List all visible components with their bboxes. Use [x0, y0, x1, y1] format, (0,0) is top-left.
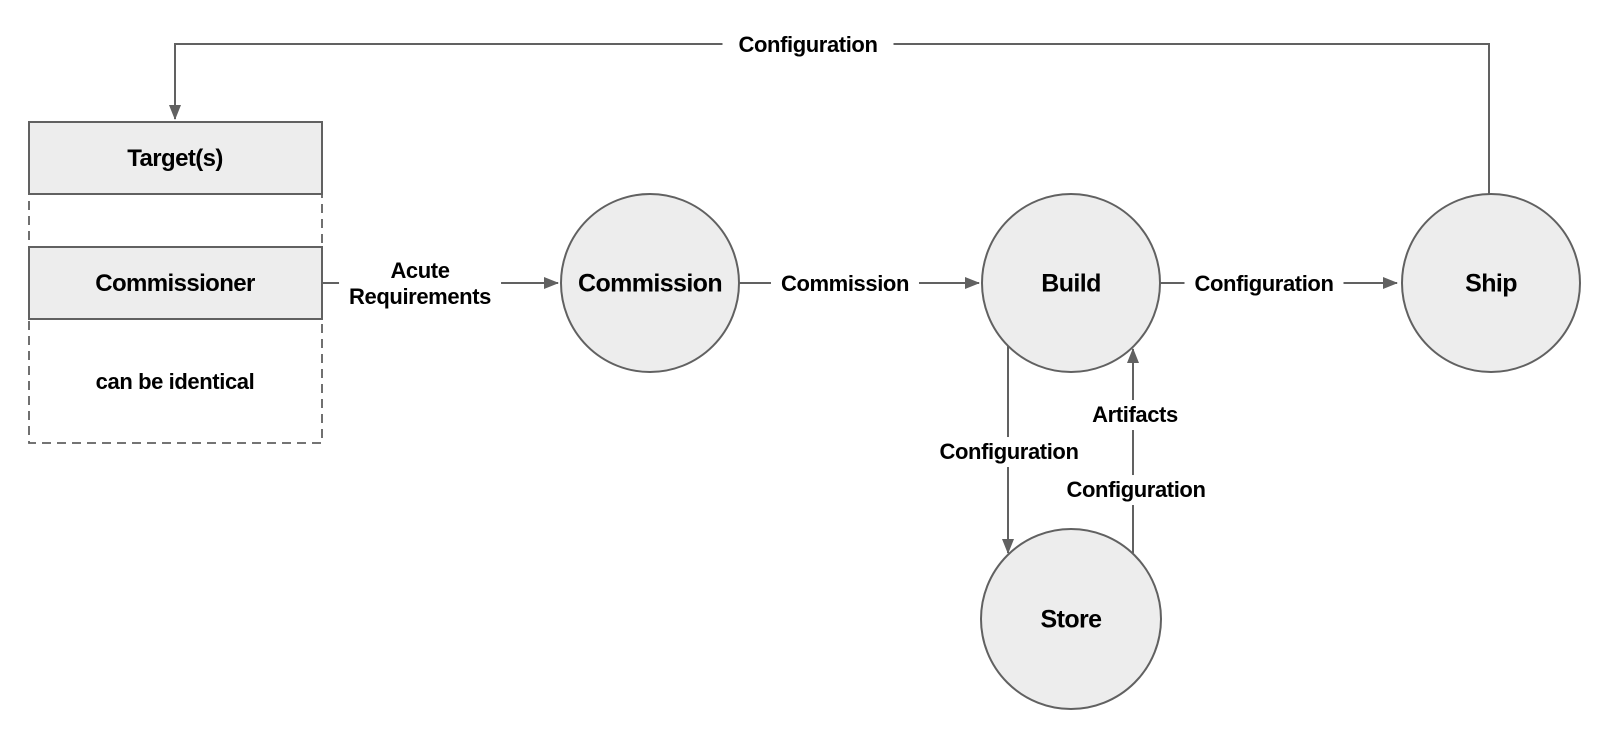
- edge-label-configuration-build-ship: Configuration: [1184, 269, 1344, 299]
- node-ship-label: Ship: [1465, 269, 1517, 298]
- edge-label-configuration-build-store: Configuration: [929, 437, 1089, 467]
- edge-ship-to-targets: [169, 43, 1490, 194]
- node-store-circle: [980, 528, 1162, 710]
- box-targets: [28, 121, 323, 195]
- node-commission-circle: [560, 193, 740, 373]
- group-note-label: can be identical: [95, 369, 255, 395]
- box-commissioner: [28, 246, 323, 320]
- node-ship-circle: [1401, 193, 1581, 373]
- edge-label-configuration-store-build: Configuration: [1056, 475, 1216, 505]
- edge-label-commission: Commission: [770, 269, 920, 299]
- box-targets-label: Target(s): [127, 144, 223, 172]
- node-commission-label: Commission: [577, 269, 723, 298]
- edge-label-artifacts: Artifacts: [1082, 400, 1188, 430]
- node-build-label: Build: [1041, 269, 1101, 298]
- box-commissioner-label: Commissioner: [95, 269, 255, 297]
- edge-label-acute-requirements: Acute Requirements: [339, 256, 501, 312]
- edge-label-configuration-top: Configuration: [722, 30, 894, 60]
- node-build-circle: [981, 193, 1161, 373]
- node-store-label: Store: [1040, 605, 1103, 634]
